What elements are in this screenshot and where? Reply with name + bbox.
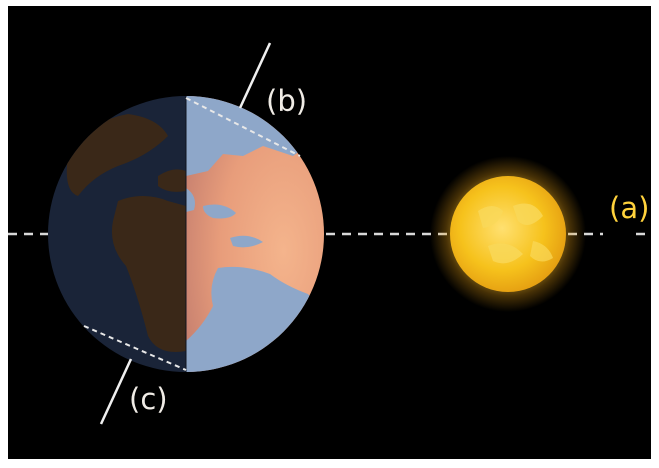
label-b: (b) xyxy=(266,84,308,118)
diagram-canvas: (b) (c) (a) xyxy=(8,6,651,459)
earth-globe-icon xyxy=(48,96,324,372)
label-c: (c) xyxy=(129,382,168,416)
sun-icon xyxy=(430,156,586,312)
earth-sun-diagram xyxy=(8,42,651,425)
label-a: (a) xyxy=(609,191,650,225)
earth-axis-line xyxy=(99,42,272,425)
